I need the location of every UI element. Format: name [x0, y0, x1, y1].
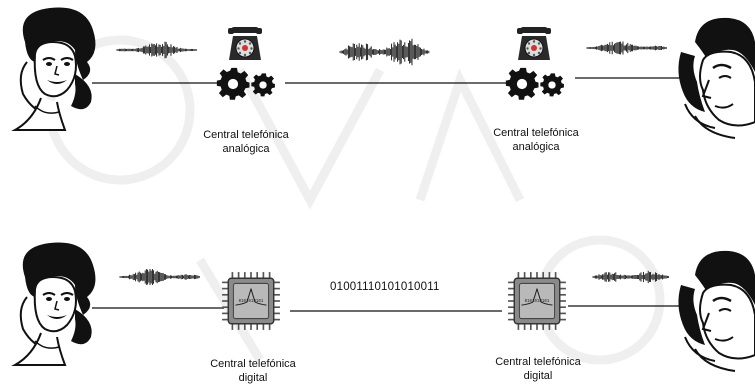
- rotary-phone-icon: [516, 26, 552, 61]
- analog-waveform-icon: [119, 268, 200, 286]
- woman-caller-icon: [14, 241, 97, 366]
- gear-icon: [216, 67, 250, 100]
- gear-icon: [251, 73, 275, 97]
- analog-waveform-icon: [586, 41, 667, 55]
- woman-caller-icon: [14, 6, 97, 131]
- digital-chip-icon: [507, 271, 567, 331]
- analog-waveform-icon: [592, 270, 670, 284]
- man-caller-icon: [677, 16, 755, 140]
- analog-waveform-icon: [116, 41, 197, 59]
- rotary-phone-icon: [227, 26, 263, 61]
- gear-icon: [505, 67, 539, 100]
- bit-stream-label: 01001110101010011: [330, 281, 440, 293]
- analog-waveform-icon: [339, 38, 430, 66]
- man-caller-icon: [677, 249, 755, 373]
- digital-chip-icon: [221, 271, 281, 331]
- gear-icon: [540, 73, 564, 97]
